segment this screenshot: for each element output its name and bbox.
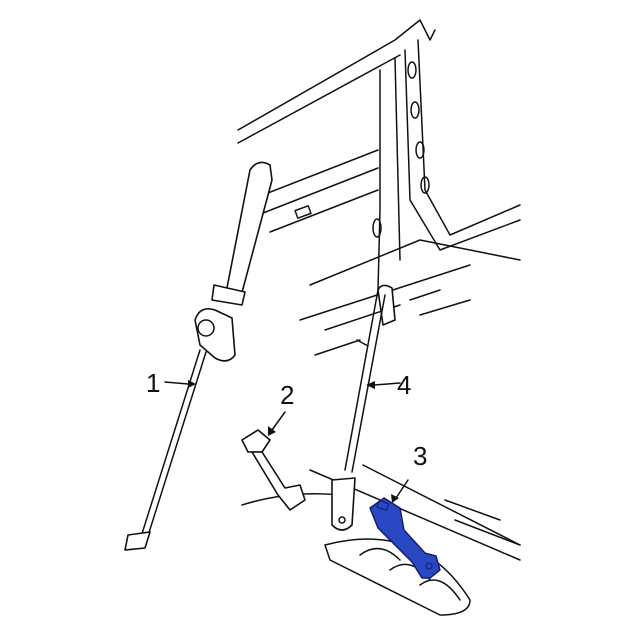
- part-3-buckle-highlighted: [369, 497, 441, 579]
- callout-1: 1: [146, 368, 161, 398]
- leader-lines: [164, 380, 409, 503]
- part-4-belt-assembly: [331, 284, 396, 531]
- part-1-retractor-belt: [124, 161, 273, 551]
- part-2-buckle: [241, 429, 306, 511]
- callout-4: 4: [397, 370, 412, 400]
- callout-2: 2: [280, 380, 295, 410]
- callout-3: 3: [413, 441, 428, 471]
